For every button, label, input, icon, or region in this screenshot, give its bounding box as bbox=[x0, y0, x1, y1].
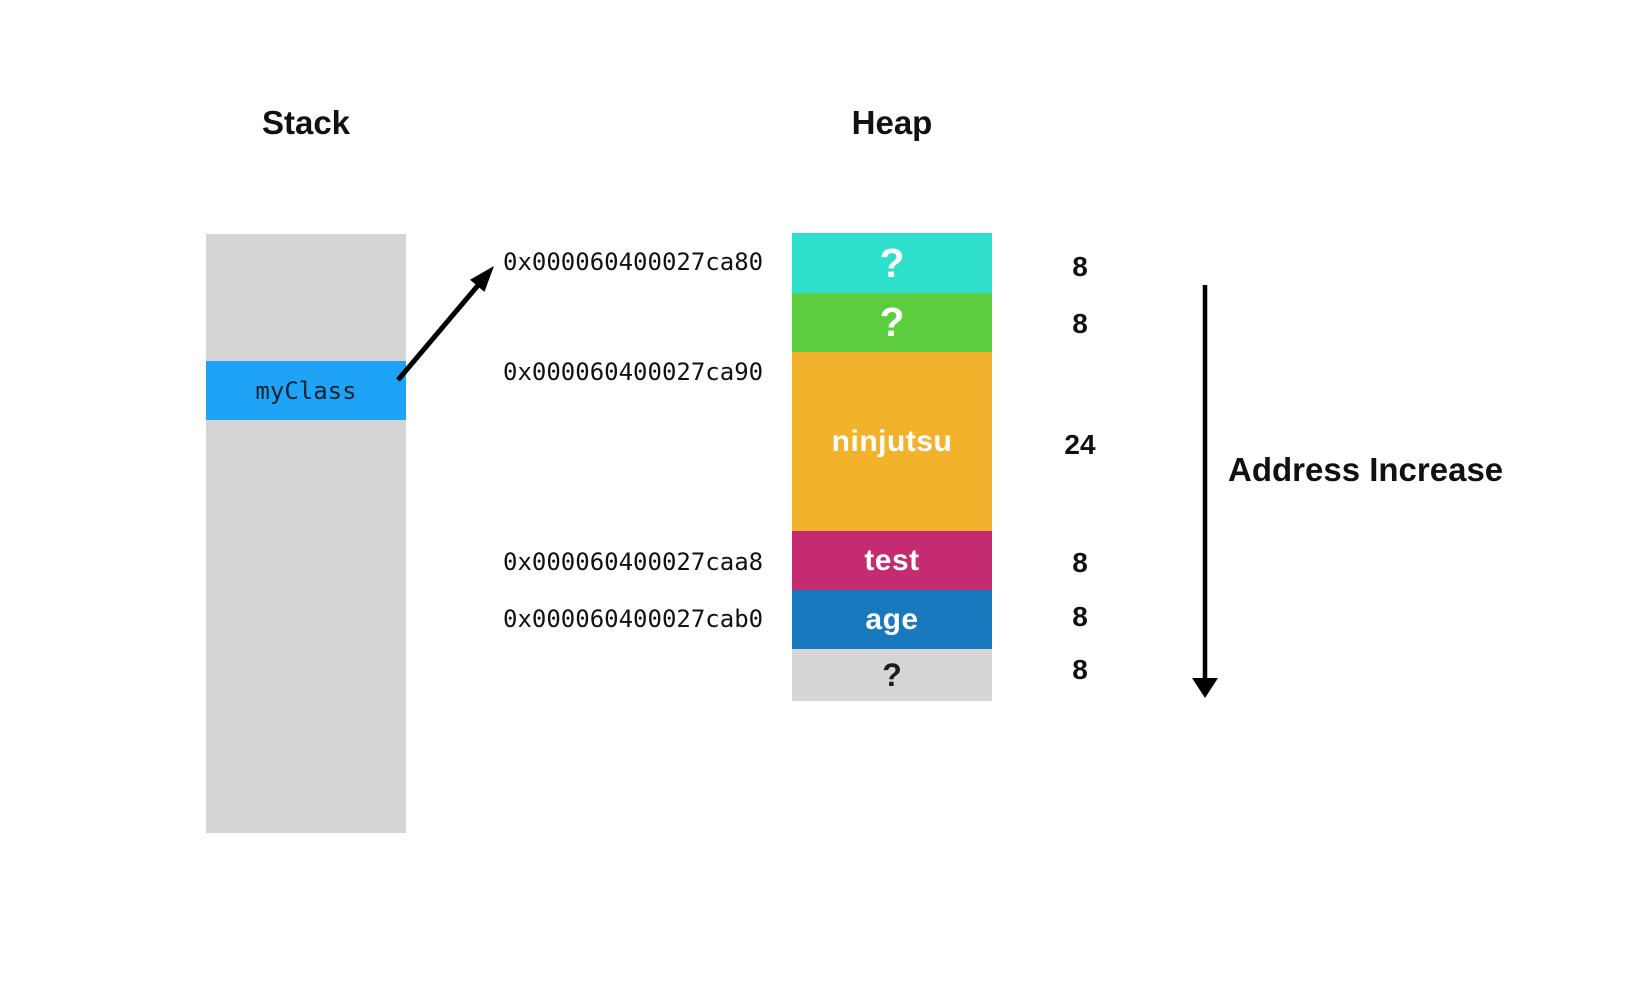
heap-block-label: ? bbox=[879, 299, 905, 345]
address-increase-label: Address Increase bbox=[1228, 451, 1504, 488]
stack-cell-myclass: myClass bbox=[206, 361, 406, 420]
heap-block-unknown-1: ? bbox=[792, 233, 992, 293]
size-label-5: 8 bbox=[1072, 601, 1088, 632]
heap-block-unknown-3: ? bbox=[792, 649, 992, 701]
size-label-4: 8 bbox=[1072, 547, 1088, 578]
heap-block-label: age bbox=[865, 602, 919, 636]
heap-block-age: age bbox=[792, 590, 992, 649]
size-label-3: 24 bbox=[1064, 429, 1096, 460]
address-increase-arrow bbox=[1192, 285, 1218, 698]
heap-block-test: test bbox=[792, 531, 992, 590]
heap-block-ninjutsu: ninjutsu bbox=[792, 352, 992, 531]
heap-block-label: ? bbox=[879, 239, 905, 286]
address-label-ca90: 0x000060400027ca90 bbox=[503, 358, 764, 386]
heap-block-label: test bbox=[864, 543, 920, 577]
stack-cell-label: myClass bbox=[255, 376, 357, 405]
address-label-caa8: 0x000060400027caa8 bbox=[503, 548, 764, 576]
pointer-arrow bbox=[396, 266, 494, 382]
size-label-6: 8 bbox=[1072, 654, 1088, 685]
heap-title: Heap bbox=[851, 104, 933, 141]
size-label-2: 8 bbox=[1072, 308, 1088, 339]
heap-block-label: ? bbox=[882, 657, 902, 693]
heap-block-label: ninjutsu bbox=[831, 424, 953, 458]
heap-block-unknown-2: ? bbox=[792, 293, 992, 352]
stack-column: myClass bbox=[206, 234, 406, 833]
address-label-cab0: 0x000060400027cab0 bbox=[503, 605, 764, 633]
address-label-ca80: 0x000060400027ca80 bbox=[503, 248, 764, 276]
heap-column: ? ? ninjutsu test age ? bbox=[792, 233, 992, 701]
stack-title: Stack bbox=[261, 104, 351, 141]
size-label-1: 8 bbox=[1072, 251, 1088, 282]
